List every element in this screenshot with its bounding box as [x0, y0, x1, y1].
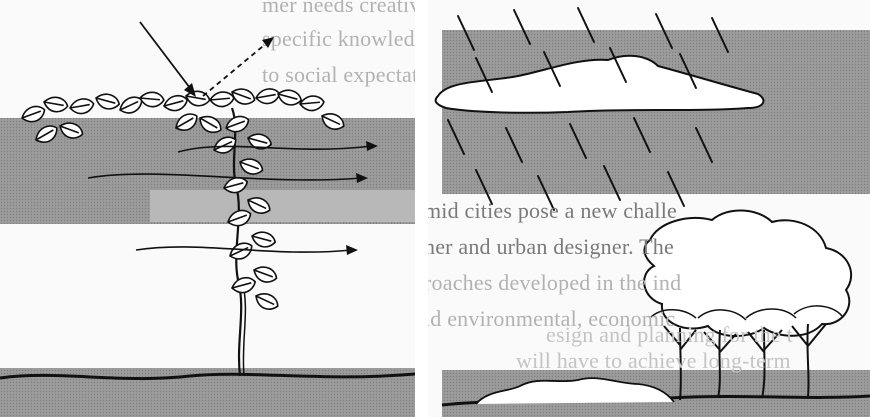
background-text-line: mid cities pose a new challe [428, 198, 677, 224]
incoming-sun-arrow [140, 22, 193, 92]
background-text-line: ner and urban designer. The [428, 234, 674, 260]
leaf [253, 290, 281, 313]
right-illustration-panel: mid cities pose a new challe ner and urb… [428, 0, 870, 417]
panel-divider [415, 0, 428, 417]
leaf [162, 93, 189, 113]
left-illustration-panel: mer needs creativity and in specific kno… [0, 0, 415, 417]
leaf [209, 91, 234, 107]
leaf [299, 95, 324, 111]
leaf [250, 229, 277, 249]
leaf [276, 87, 303, 107]
background-text-line: will have to achieve long-term [516, 348, 791, 374]
leaf [255, 87, 281, 105]
leaf [227, 240, 255, 263]
leaf [229, 86, 256, 108]
background-text-line: roaches developed in the ind [428, 270, 681, 296]
leaf [230, 275, 257, 295]
background-text-line: esign and planning for the t [546, 322, 793, 348]
gray-band-light [150, 190, 415, 222]
leaf [94, 91, 121, 111]
reflected-sun-arrow [203, 42, 268, 96]
leaf [139, 91, 164, 107]
leaf [69, 97, 95, 115]
leaf [43, 95, 69, 113]
vegetation-wind-diagram [0, 0, 415, 417]
